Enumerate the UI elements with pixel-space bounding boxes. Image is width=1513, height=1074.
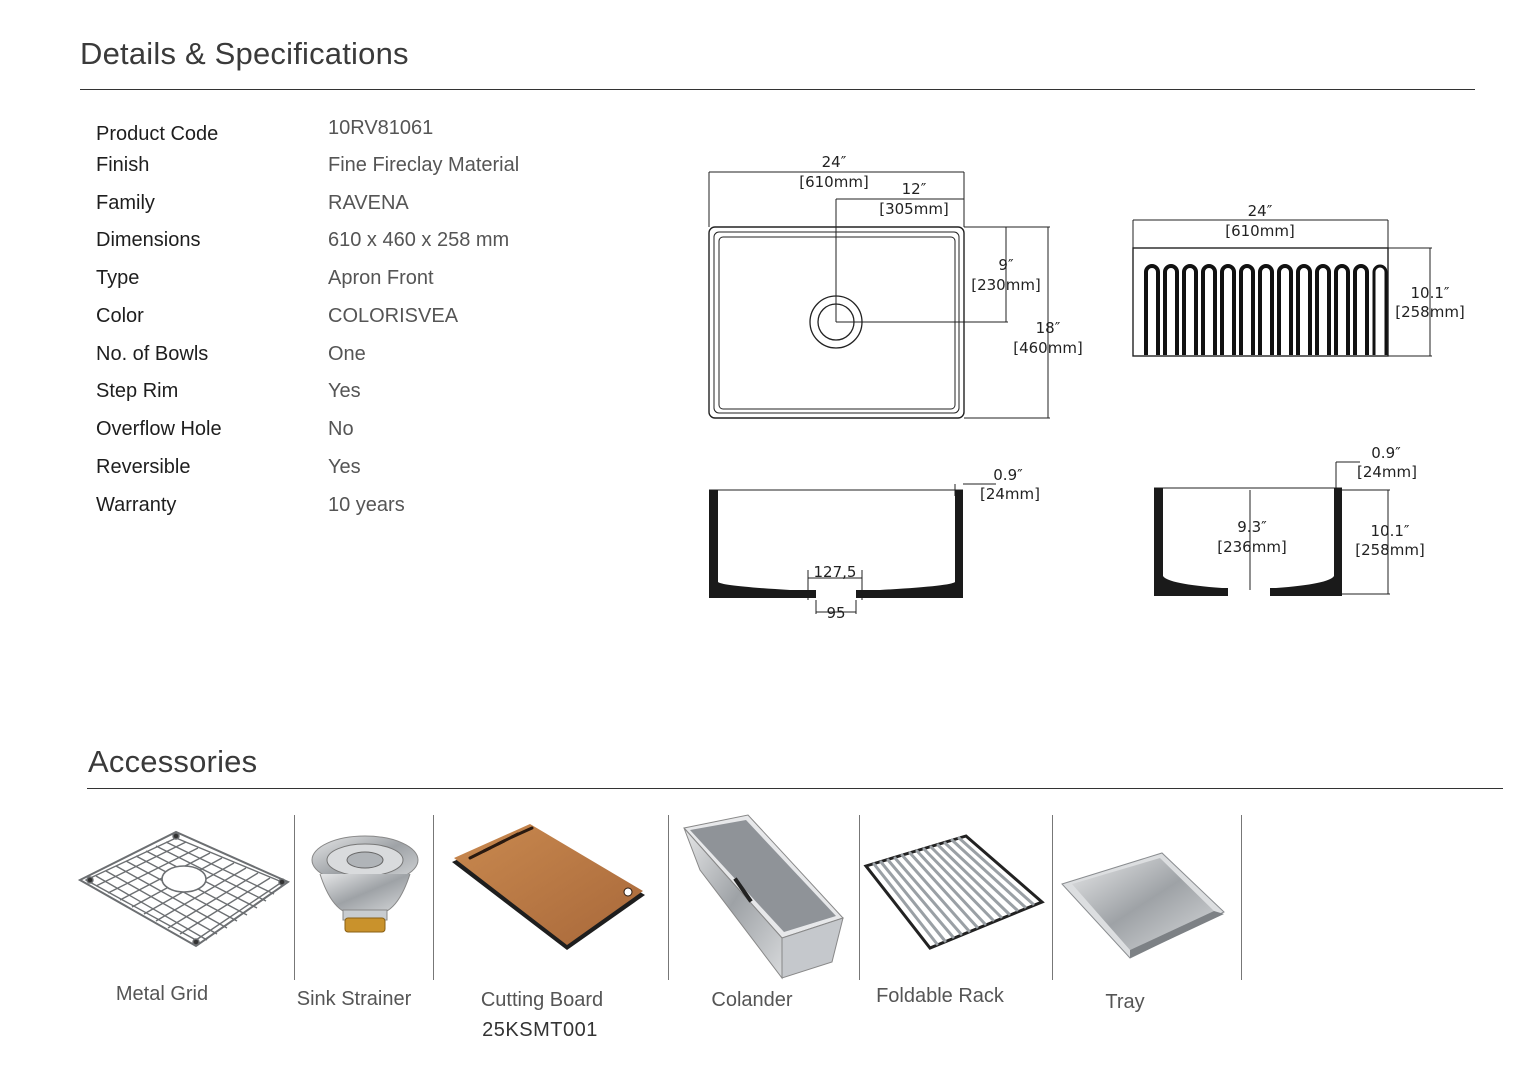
spec-row-overflow-hole: Overflow Hole No [96, 418, 656, 448]
dim-long-rim-mm: [24mm] [980, 485, 1040, 503]
spec-label: Overflow Hole [96, 418, 222, 440]
accessory-label-foldable-rack: Foldable Rack [876, 985, 1004, 1007]
dim-top-half-in: 12″ [902, 180, 927, 198]
dimension-labels: 24″ [610mm] 12″ [305mm] 9″ [230mm] 18″ [… [799, 153, 1465, 622]
spec-label: Family [96, 192, 155, 214]
separator [433, 815, 434, 980]
spec-value: No [328, 418, 354, 440]
accessory-code-cutting-board: 25KSMT001 [482, 1019, 598, 1041]
metal-grid-icon [77, 830, 291, 948]
accessory-label-colander: Colander [711, 989, 793, 1011]
spec-row-family: Family RAVENA [96, 192, 656, 222]
spec-label: Reversible [96, 456, 191, 478]
accessory-label-cutting-board: Cutting Board [480, 989, 604, 1011]
spec-value: 10 years [328, 494, 405, 516]
spec-row-step-rim: Step Rim Yes [96, 380, 656, 410]
dim-top-drain-in: 9″ [998, 256, 1014, 274]
accessories-divider [87, 788, 1503, 789]
front-view-drawing [1132, 219, 1432, 357]
spec-value: Fine Fireclay Material [328, 154, 520, 176]
spec-label: Product Code [96, 123, 219, 145]
dim-short-inner-mm: [236mm] [1217, 538, 1287, 556]
dim-short-height-mm: [258mm] [1355, 541, 1425, 559]
spec-row-type: Type Apron Front [96, 267, 656, 297]
spec-row-finish: Finish Fine Fireclay Material [96, 154, 656, 184]
dim-front-width-mm: [610mm] [1225, 222, 1295, 240]
dim-short-rim-mm: [24mm] [1357, 463, 1417, 481]
spec-row-color: Color COLORISVEA [96, 305, 656, 335]
tray-icon [1061, 852, 1225, 959]
spec-label: Step Rim [96, 380, 179, 402]
spec-label: Dimensions [96, 229, 201, 251]
dim-top-width-in: 24″ [822, 153, 847, 171]
cutting-board-icon [452, 824, 645, 950]
dim-short-height-in: 10.1″ [1370, 522, 1409, 540]
accessory-label-sink-strainer: Sink Strainer [296, 988, 412, 1010]
dim-top-depth-mm: [460mm] [1013, 339, 1083, 357]
details-divider [80, 89, 1475, 90]
spec-value: Apron Front [328, 267, 434, 289]
spec-row-reversible: Reversible Yes [96, 456, 656, 486]
short-section-drawing [1154, 461, 1390, 595]
section-walls [709, 488, 1342, 598]
spec-value: 610 x 460 x 258 mm [328, 229, 510, 251]
dim-long-drain-outer: 127,5 [814, 563, 857, 581]
long-section-drawing [709, 483, 996, 614]
dim-short-inner-in: 9.3″ [1237, 518, 1267, 536]
separator [1241, 815, 1242, 980]
separator [1052, 815, 1053, 980]
dim-top-half-mm: [305mm] [879, 200, 949, 218]
dim-top-drain-mm: [230mm] [971, 276, 1041, 294]
details-heading: Details & Specifications [80, 36, 409, 71]
spec-label: Finish [96, 154, 150, 176]
dim-front-height-mm: [258mm] [1395, 303, 1465, 321]
colander-icon [683, 814, 844, 980]
dim-long-drain-inner: 95 [826, 604, 845, 622]
spec-row-dimensions: Dimensions 610 x 460 x 258 mm [96, 229, 656, 259]
separator [859, 815, 860, 980]
dim-short-rim-in: 0.9″ [1371, 444, 1401, 462]
dim-front-width-in: 24″ [1248, 202, 1273, 220]
foldable-rack-icon [863, 834, 1045, 950]
spec-row-product-code: Product Code 10RV81061 [96, 117, 656, 153]
spec-label: Type [96, 267, 140, 289]
spec-label: No. of Bowls [96, 343, 209, 365]
spec-value: 10RV81061 [328, 117, 434, 139]
dim-top-depth-in: 18″ [1036, 319, 1061, 337]
spec-row-bowls: No. of Bowls One [96, 343, 656, 373]
spec-value: Yes [328, 380, 361, 402]
sink-strainer-icon [311, 835, 419, 933]
spec-row-warranty: Warranty 10 years [96, 494, 656, 524]
spec-label: Color [96, 305, 144, 327]
accessories-heading: Accessories [88, 744, 258, 779]
dim-front-height-in: 10.1″ [1410, 284, 1449, 302]
top-view-drawing [708, 171, 1050, 419]
spec-value: One [328, 343, 366, 365]
spec-value: COLORISVEA [328, 305, 459, 327]
apron-flutes [1144, 264, 1388, 355]
accessory-label-tray: Tray [1105, 991, 1145, 1013]
separator [668, 815, 669, 980]
separator [294, 815, 295, 980]
spec-value: Yes [328, 456, 361, 478]
dim-long-rim-in: 0.9″ [993, 466, 1023, 484]
spec-value: RAVENA [328, 192, 409, 214]
dim-top-width-mm: [610mm] [799, 173, 869, 191]
spec-label: Warranty [96, 494, 177, 516]
accessory-label-metal-grid: Metal Grid [115, 983, 209, 1005]
